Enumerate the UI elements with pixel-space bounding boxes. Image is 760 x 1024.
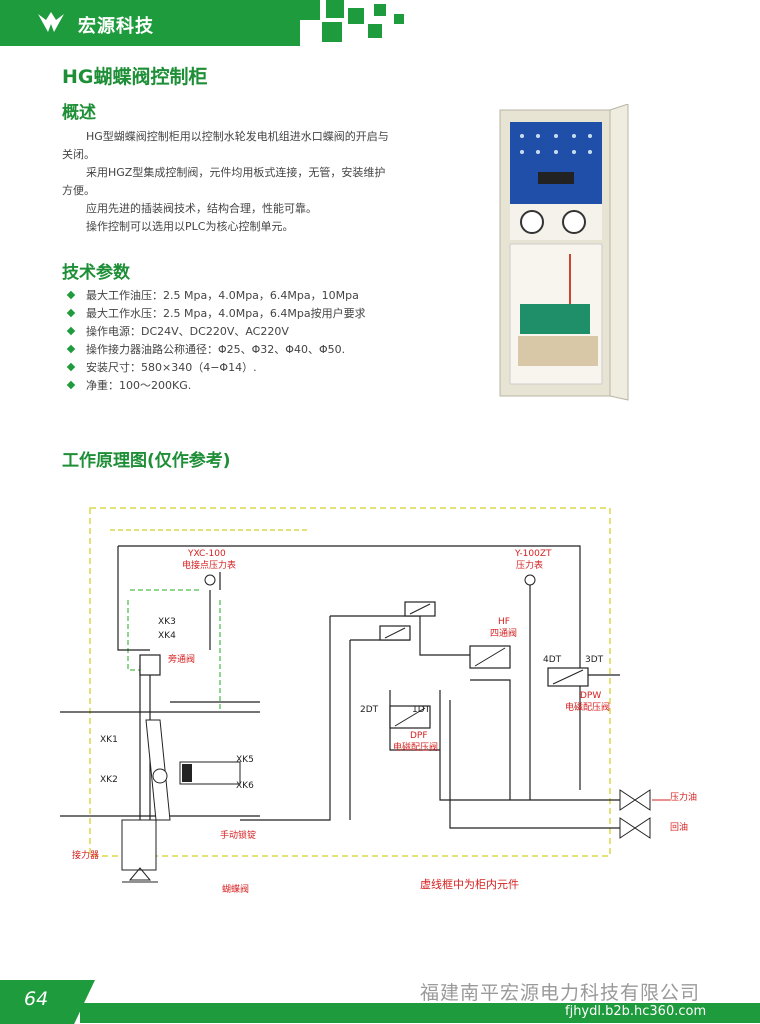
page-title: HG蝴蝶阀控制柜 (62, 66, 208, 88)
page-number: 64 (24, 988, 49, 1010)
bullet-diamond-icon (66, 308, 76, 318)
label-xk6: XK6 (236, 781, 254, 791)
diagram-title: 工作原理图(仅作参考) (62, 451, 231, 471)
spec-item: 操作电源：DC24V、DC220V、AC220V (66, 323, 366, 341)
brand-name: 宏源科技 (78, 16, 154, 37)
label-xk3: XK3 (158, 617, 176, 627)
label-hf: HF (498, 617, 510, 627)
label-dpf-desc: 电磁配压阀 (393, 741, 438, 753)
spec-item: 最大工作油压：2.5 Mpa，4.0Mpa，6.4Mpa，10Mpa (66, 287, 366, 305)
label-actuator: 接力器 (72, 849, 99, 861)
label-note: 虚线框中为柜内元件 (420, 877, 519, 891)
header-decoration (300, 0, 410, 46)
label-yxc-desc: 电接点压力表 (182, 559, 236, 571)
overview-title: 概述 (62, 103, 96, 123)
label-3dt: 3DT (585, 655, 604, 665)
label-dpw: DPW (580, 691, 601, 701)
label-dpf: DPF (410, 731, 428, 741)
brand-logo-icon (38, 12, 64, 32)
overview-paragraph: 采用HGZ型集成控制阀，元件均用板式连接，无管，安装维护方便。 (62, 166, 386, 197)
bullet-diamond-icon (66, 290, 76, 300)
bullet-diamond-icon (66, 362, 76, 372)
overview-paragraph: 应用先进的插装阀技术，结构合理，性能可靠。 (86, 202, 317, 215)
spec-item: 最大工作水压：2.5 Mpa，4.0Mpa，6.4Mpa按用户要求 (66, 305, 366, 323)
overview-paragraph: HG型蝴蝶阀控制柜用以控制水轮发电机组进水口蝶阀的开启与关闭。 (62, 130, 389, 161)
label-1dt: 1DT (412, 705, 431, 715)
label-xk1: XK1 (100, 735, 118, 745)
control-cabinet-photo (499, 104, 629, 401)
label-return-oil: 回油 (670, 821, 688, 833)
label-xk4: XK4 (158, 631, 176, 641)
watermark: fjhydl.b2b.hc360.com (565, 1004, 707, 1019)
label-xk5: XK5 (236, 755, 254, 765)
spec-item: 操作接力器油路公称通径：Φ25、Φ32、Φ40、Φ50. (66, 341, 366, 359)
footer-band (80, 1003, 760, 1023)
company-name: 福建南平宏源电力科技有限公司 (420, 982, 701, 1004)
label-pressure-oil: 压力油 (670, 791, 697, 803)
label-yxc: YXC-100 (187, 549, 226, 559)
bullet-diamond-icon (66, 344, 76, 354)
label-2dt: 2DT (360, 705, 379, 715)
specs-list: 最大工作油压：2.5 Mpa，4.0Mpa，6.4Mpa，10Mpa 最大工作水… (66, 287, 366, 395)
label-4dt: 4DT (543, 655, 562, 665)
label-y100: Y-100ZT (514, 549, 552, 559)
label-dpw-desc: 电磁配压阀 (565, 701, 610, 713)
specs-title: 技术参数 (62, 263, 130, 283)
label-xk2: XK2 (100, 775, 118, 785)
bullet-diamond-icon (66, 326, 76, 336)
spec-item: 净重：100～200KG. (66, 377, 366, 395)
label-hf-desc: 四通阀 (490, 628, 517, 639)
label-butterfly: 蝴蝶阀 (222, 883, 249, 895)
label-bypass: 旁通阀 (168, 653, 195, 665)
label-manual-lock: 手动锁锭 (220, 829, 256, 841)
bullet-diamond-icon (66, 380, 76, 390)
label-y100-desc: 压力表 (516, 559, 543, 571)
working-principle-diagram: YXC-100 电接点压力表 Y-100ZT 压力表 HF 四通阀 旁通阀 4D… (60, 507, 697, 895)
overview-paragraph: 操作控制可以选用以PLC为核心控制单元。 (86, 220, 294, 233)
spec-item: 安装尺寸：580×340（4−Φ14）. (66, 359, 366, 377)
